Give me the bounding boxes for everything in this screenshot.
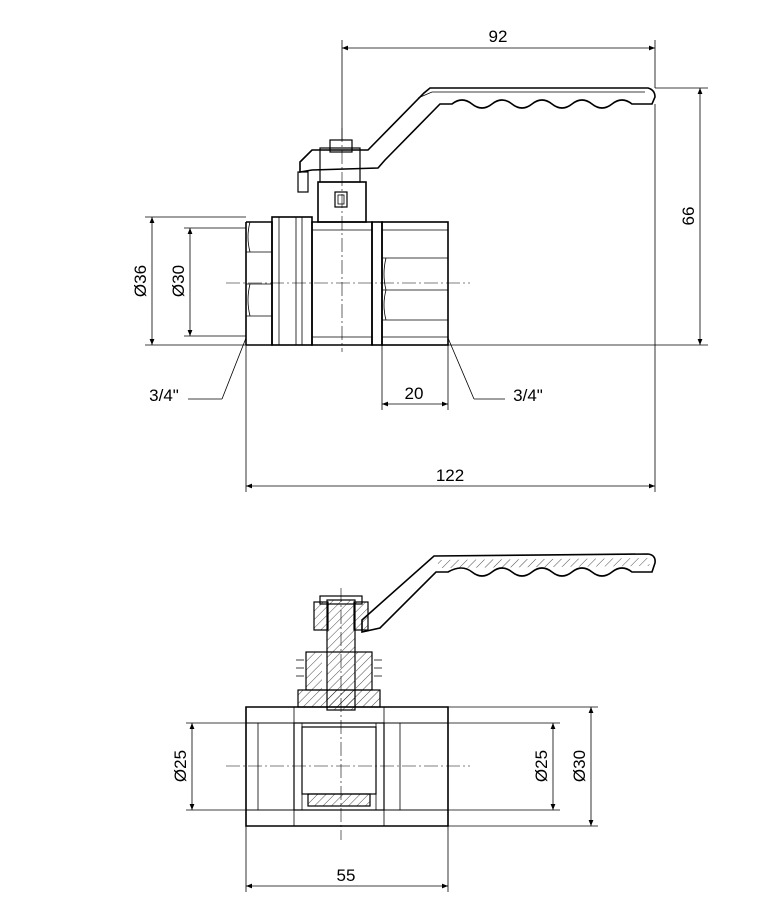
dimension-labels: 92 66 Ø36 Ø30 3/4" 3/4" 20 122 Ø25 Ø25 Ø… — [131, 27, 698, 885]
dim-outer-diameter: Ø36 — [131, 265, 150, 297]
dim-bore-left: Ø25 — [171, 750, 190, 782]
valve-exterior-view — [226, 87, 656, 352]
dim-thread-right: 3/4" — [513, 386, 543, 405]
valve-section-view — [226, 553, 656, 840]
dim-handle-span: 92 — [489, 27, 508, 46]
top-dimensions — [145, 40, 708, 492]
dim-thread-left: 3/4" — [149, 386, 179, 405]
section-dimensions — [186, 706, 598, 892]
dim-body-length: 55 — [337, 866, 356, 885]
dim-height: 66 — [679, 207, 698, 226]
dim-overall-length: 122 — [436, 466, 464, 485]
dim-thread-length: 20 — [405, 384, 424, 403]
dim-inner-diameter: Ø30 — [169, 265, 188, 297]
dim-bore-right: Ø25 — [532, 750, 551, 782]
dim-port-diameter: Ø30 — [570, 750, 589, 782]
